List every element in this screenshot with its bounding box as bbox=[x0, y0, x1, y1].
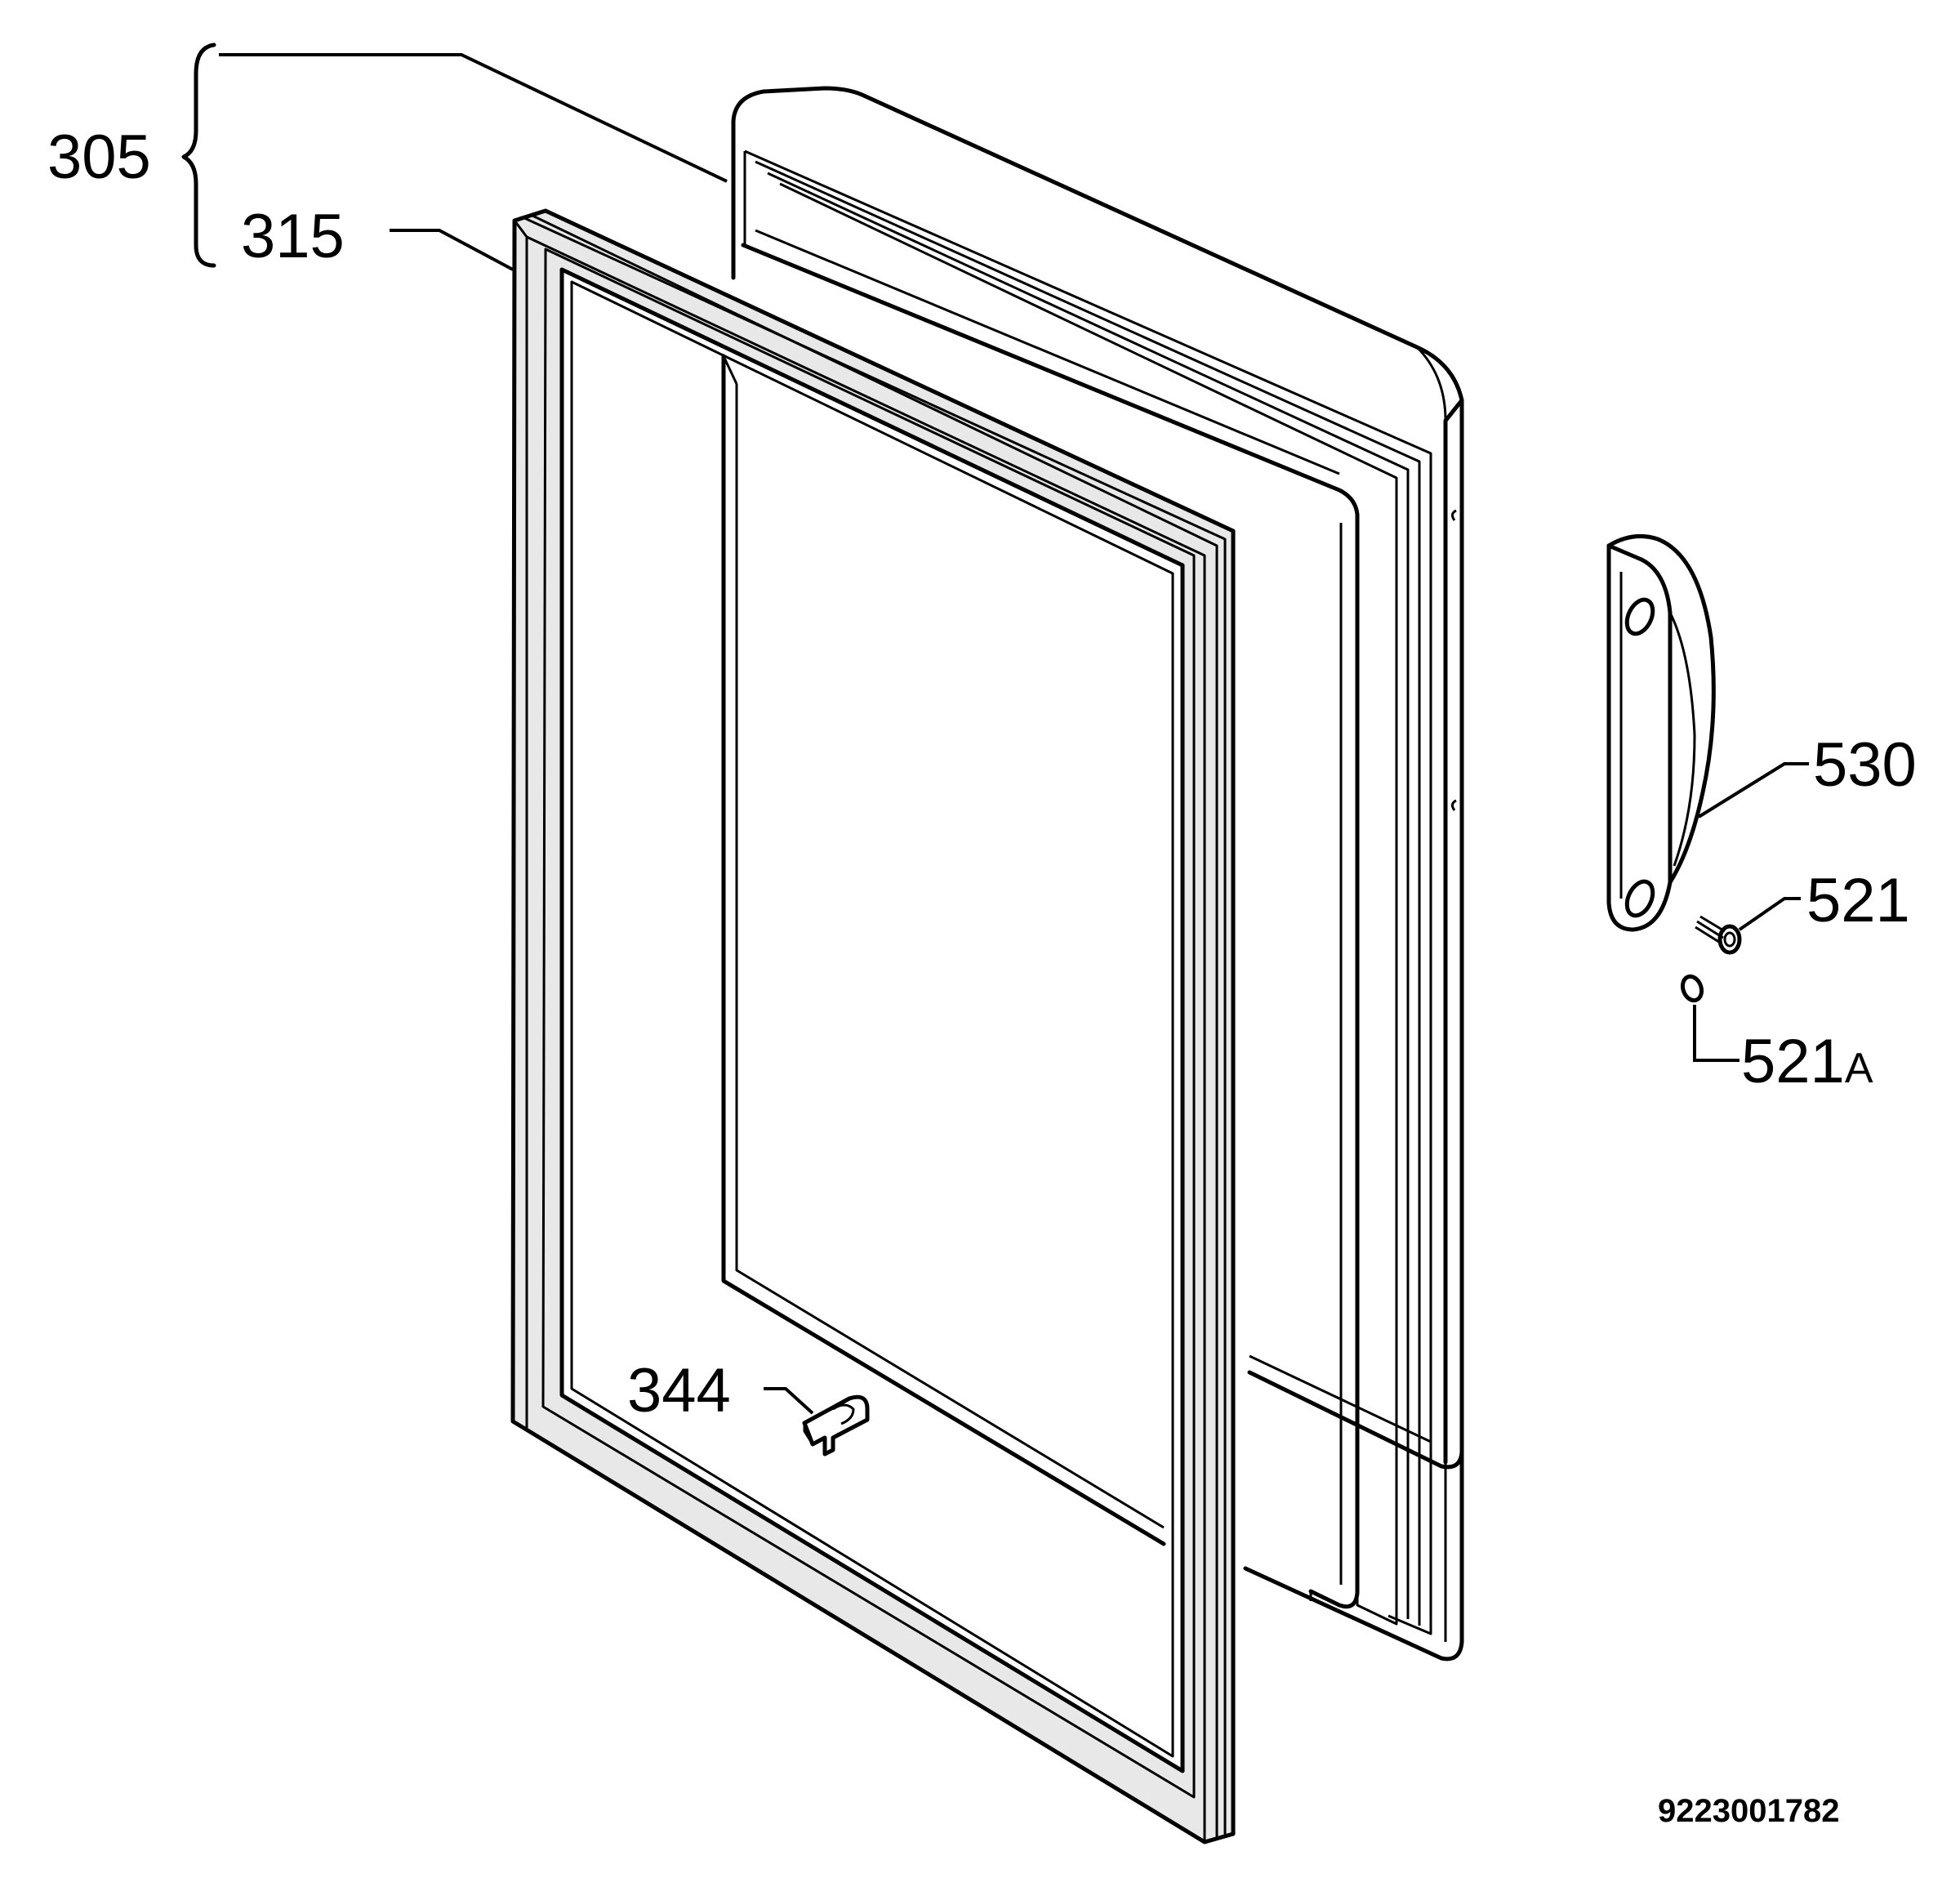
door-handle bbox=[1606, 533, 1716, 932]
leader-lines bbox=[219, 53, 1809, 1415]
label-521a-number: 521 bbox=[1741, 1027, 1845, 1096]
label-521: 521 bbox=[1806, 866, 1910, 935]
label-521a: 521A bbox=[1741, 1027, 1873, 1096]
label-344: 344 bbox=[627, 1356, 731, 1425]
label-530: 530 bbox=[1813, 730, 1917, 800]
door-gasket bbox=[510, 208, 1236, 1845]
door-panel bbox=[731, 86, 1464, 1662]
drawing-number: 9223001782 bbox=[1658, 1793, 1839, 1829]
screw-part bbox=[1695, 915, 1742, 955]
label-305: 305 bbox=[47, 123, 151, 192]
label-315: 315 bbox=[241, 202, 345, 271]
hinge-clip-part bbox=[802, 1394, 870, 1456]
door-inner-panel bbox=[721, 354, 1166, 1546]
label-521a-suffix: A bbox=[1845, 1045, 1873, 1092]
screw-cap-part bbox=[1680, 974, 1704, 1003]
assembly-brace bbox=[181, 42, 216, 268]
